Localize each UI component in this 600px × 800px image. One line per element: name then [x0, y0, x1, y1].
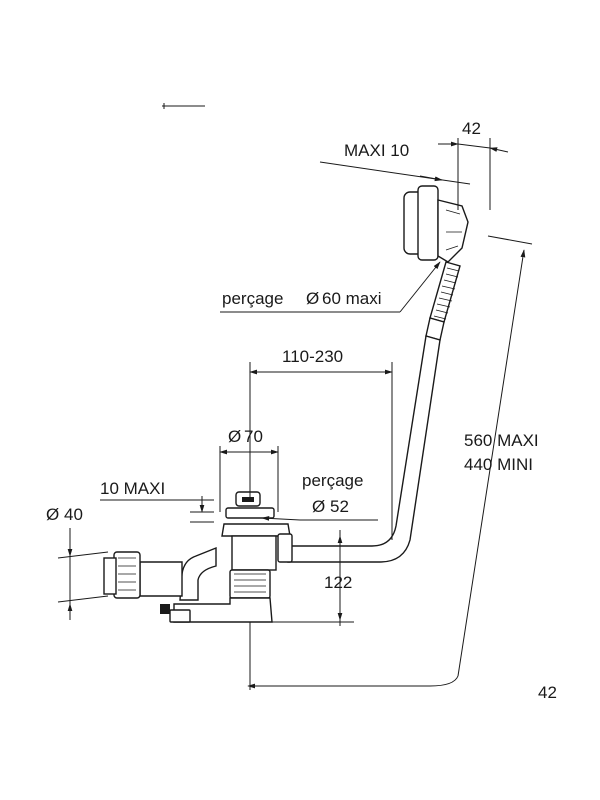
overflow-head	[403, 185, 469, 263]
label-dia-70-value: 70	[244, 427, 263, 446]
dimension-overall-length: 560 MAXI 440 MINI	[247, 235, 539, 689]
callout-percage-52: perçage Ø 52	[261, 471, 378, 521]
dimension-dia-40: Ø 40	[46, 505, 109, 620]
waste-body	[160, 491, 293, 623]
flexible-overflow-hose	[425, 261, 461, 341]
dimension-110-230: 110-230	[249, 347, 393, 540]
outlet-pipe	[103, 546, 217, 601]
dimension-10-maxi: 10 MAXI	[100, 479, 214, 523]
label-42-top: 42	[462, 119, 481, 138]
label-percage-52-word: perçage	[302, 471, 363, 490]
dimension-dia-70: Ø 70	[219, 427, 279, 512]
label-dia-52-symbol: Ø	[312, 497, 325, 516]
dimension-122: 122	[272, 530, 354, 626]
overflow-riser-tube	[287, 335, 441, 563]
callout-percage-60: perçage Ø 60 maxi	[220, 261, 441, 313]
label-dia-52-value: 52	[330, 497, 349, 516]
label-110-230: 110-230	[282, 347, 343, 366]
label-122: 122	[324, 573, 352, 592]
dimension-42-top: 42	[438, 119, 509, 210]
label-length-mini: 440 MINI	[464, 455, 533, 474]
label-dia-40-symbol: Ø	[46, 505, 59, 524]
label-percage-60-value: 60 maxi	[322, 289, 382, 308]
label-42-bottom: 42	[538, 683, 557, 702]
dimension-maxi-10: MAXI 10	[319, 141, 471, 185]
label-percage-60-prefix: perçage	[222, 289, 283, 308]
label-dia-70-symbol: Ø	[228, 427, 241, 446]
stray-mark	[162, 103, 205, 109]
label-maxi-10: MAXI 10	[344, 141, 409, 160]
label-10-maxi: 10 MAXI	[100, 479, 165, 498]
label-length-maxi: 560 MAXI	[464, 431, 539, 450]
label-percage-60-symbol: Ø	[306, 289, 319, 308]
label-dia-40-value: 40	[64, 505, 83, 524]
